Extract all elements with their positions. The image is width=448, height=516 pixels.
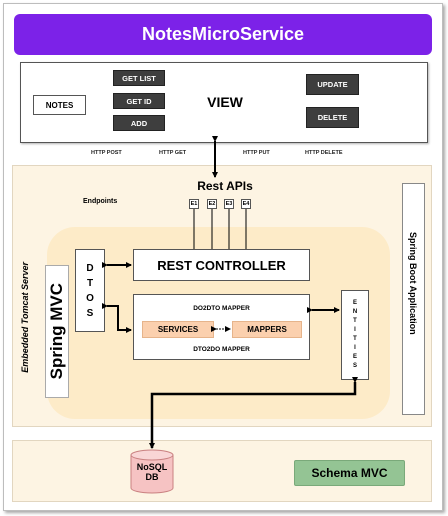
spring-boot-box: Spring Boot Application [402,183,425,415]
nosql-db-line: DB [145,472,159,482]
view-label: VIEW [207,94,243,110]
schema-mvc-box: Schema MVC [294,460,405,486]
dtos-letter: S [86,307,94,319]
title-text: NotesMicroService [141,24,305,44]
endpoint-e1: E1 [189,199,199,209]
nosql-db-label: NoSQL DB [130,462,174,508]
dtos-letter: T [86,277,94,289]
endpoint-e3: E3 [224,199,234,209]
endpoint-e4-label: E4 [242,201,250,207]
endpoint-e2: E2 [207,199,217,209]
entities-letter: I [354,345,356,351]
get-list-button[interactable]: GET LIST [113,70,165,86]
rest-apis-label: Rest APIs [197,179,253,193]
spring-mvc-box: Spring MVC [45,265,69,398]
do2dto-mapper-label: DO2DTO MAPPER [193,305,250,312]
add-label: ADD [130,118,148,128]
dto2do-mapper-label: DTO2DO MAPPER [193,346,250,353]
rest-controller-box: REST CONTROLLER [133,249,310,281]
dtos-letter: D [86,262,94,274]
entities-letter: T [353,318,357,324]
schema-mvc-label: Schema MVC [311,466,388,480]
get-list-label: GET LIST [122,73,156,83]
entities-letter: I [354,327,356,333]
update-button[interactable]: UPDATE [306,74,359,95]
entities-box: E N T I T I E S [341,290,369,380]
endpoint-e1-label: E1 [190,201,198,207]
http-post-label: HTTP POST [91,150,122,156]
rest-controller-label: REST CONTROLLER [157,257,286,273]
notes-label: NOTES [45,100,74,110]
http-put-label: HTTP PUT [243,150,270,156]
delete-label: DELETE [317,113,348,122]
dtos-box: D T O S [75,249,105,332]
nosql-db-cylinder [130,449,174,494]
endpoint-e3-label: E3 [225,201,233,207]
view-layer-box [20,62,428,143]
entities-letter: E [352,300,357,306]
get-id-button[interactable]: GET ID [113,93,165,109]
endpoints-label: Endpoints [83,198,118,205]
http-delete-label: HTTP DELETE [305,150,343,156]
services-label: SERVICES [157,325,199,334]
endpoint-e2-label: E2 [208,201,216,207]
entities-letter: T [353,336,357,342]
mappers-box: MAPPERS [232,321,302,338]
spring-boot-label: Spring Boot Application [408,232,418,335]
entities-letter: N [352,309,358,315]
delete-button[interactable]: DELETE [306,107,359,128]
get-id-label: GET ID [126,96,152,106]
dtos-mapper-arrow [102,303,132,333]
endpoint-e4: E4 [241,199,251,209]
notes-box: NOTES [33,95,86,115]
entities-letter: E [352,354,357,360]
title-banner: NotesMicroService [14,14,432,55]
entities-letter: S [352,363,357,369]
http-get-label: HTTP GET [159,150,187,156]
dtos-letter: O [86,292,94,304]
mappers-label: MAPPERS [247,325,287,334]
entities-db-arrow [149,377,358,449]
update-label: UPDATE [317,80,348,89]
nosql-db-line: NoSQL [136,462,168,472]
add-button[interactable]: ADD [113,115,165,131]
